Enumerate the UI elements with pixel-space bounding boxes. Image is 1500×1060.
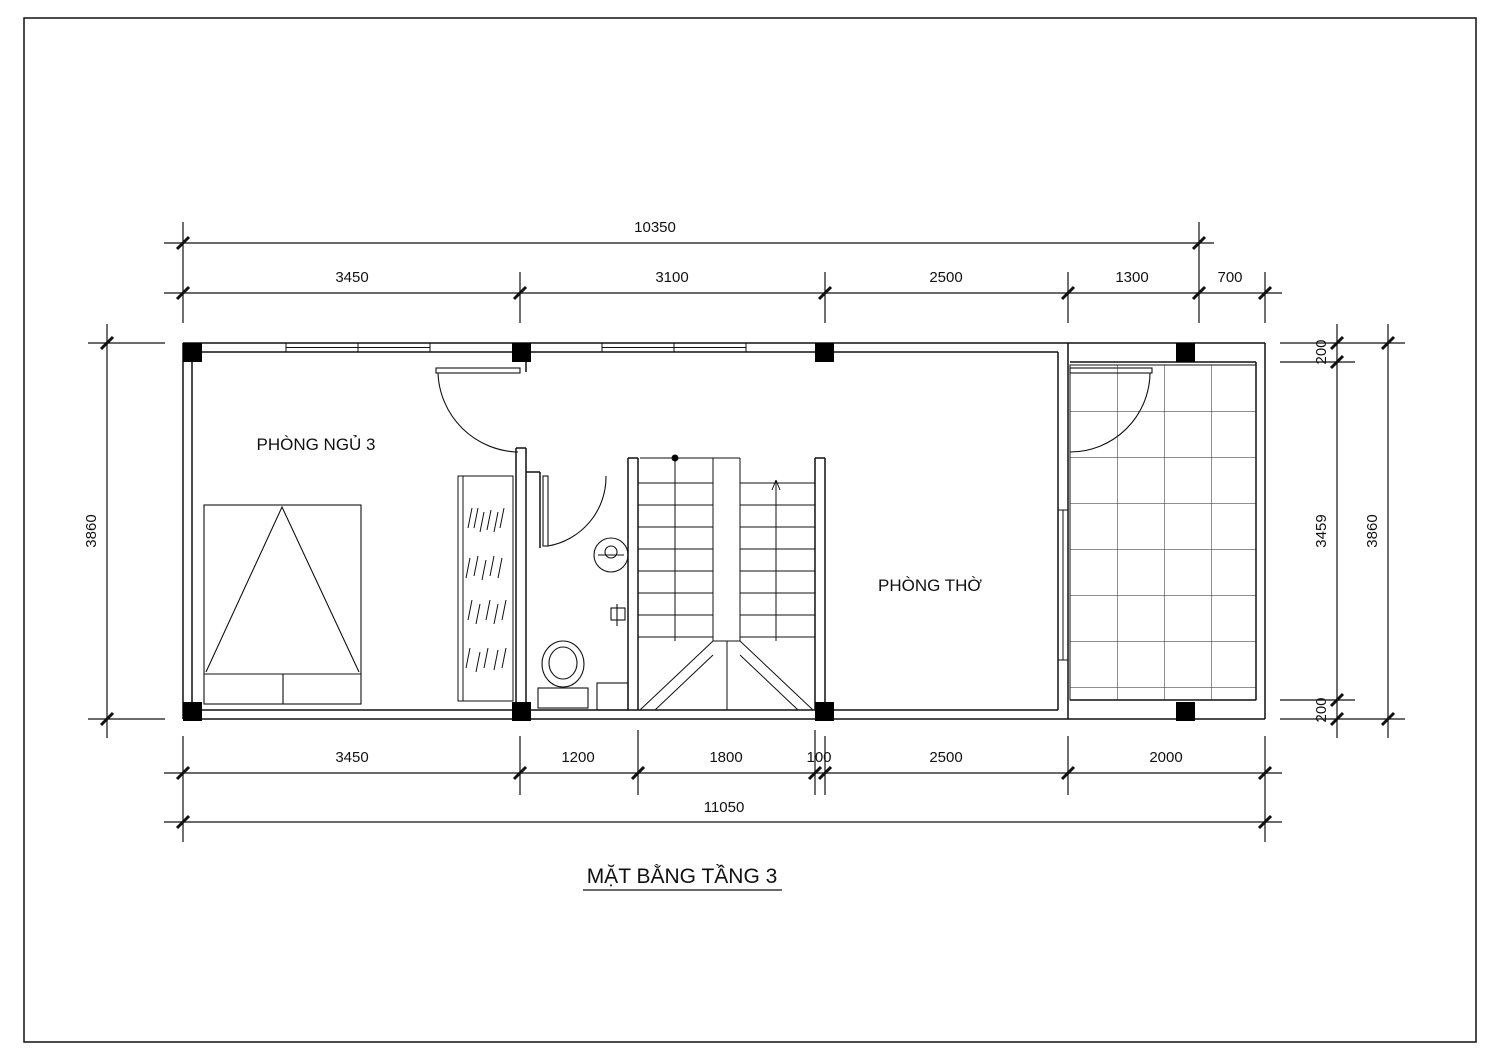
dim-bottom-3: 1800 xyxy=(709,749,742,766)
dim-left: 3860 xyxy=(83,514,100,547)
dim-right-small-top: 200 xyxy=(1313,339,1330,364)
dimension-lines xyxy=(88,222,1405,842)
dim-bottom-6: 2000 xyxy=(1149,749,1182,766)
dim-right-small-bottom: 200 xyxy=(1313,697,1330,722)
dim-right-outer: 3860 xyxy=(1364,514,1381,547)
dim-right-inner: 3459 xyxy=(1313,514,1330,547)
windows xyxy=(285,342,1069,661)
drawing-title: MẶT BẰNG TẦNG 3 xyxy=(587,864,778,888)
dim-top-1: 3450 xyxy=(335,269,368,286)
dimension-ticks xyxy=(99,235,1396,830)
room-label-worship: PHÒNG THỜ xyxy=(878,576,982,595)
wardrobe xyxy=(457,475,514,702)
dim-top-total: 10350 xyxy=(634,219,676,236)
dim-bottom-5: 2500 xyxy=(929,749,962,766)
columns xyxy=(183,343,1195,721)
dim-top-5: 700 xyxy=(1217,269,1242,286)
dim-top-4: 1300 xyxy=(1115,269,1148,286)
dim-bottom-total: 11050 xyxy=(704,799,745,816)
room-label-bedroom: PHÒNG NGỦ 3 xyxy=(256,435,375,454)
sheet-border xyxy=(23,17,1477,1043)
stairs xyxy=(638,454,815,711)
dim-bottom-1: 3450 xyxy=(335,749,368,766)
bed xyxy=(203,504,362,705)
dim-bottom-4: 100 xyxy=(806,749,831,766)
wc-fixtures xyxy=(537,537,629,711)
dim-bottom-2: 1200 xyxy=(561,749,594,766)
doors xyxy=(435,367,1153,547)
balcony-tiles xyxy=(1069,364,1257,701)
dim-top-3: 2500 xyxy=(929,269,962,286)
dim-top-2: 3100 xyxy=(655,269,688,286)
